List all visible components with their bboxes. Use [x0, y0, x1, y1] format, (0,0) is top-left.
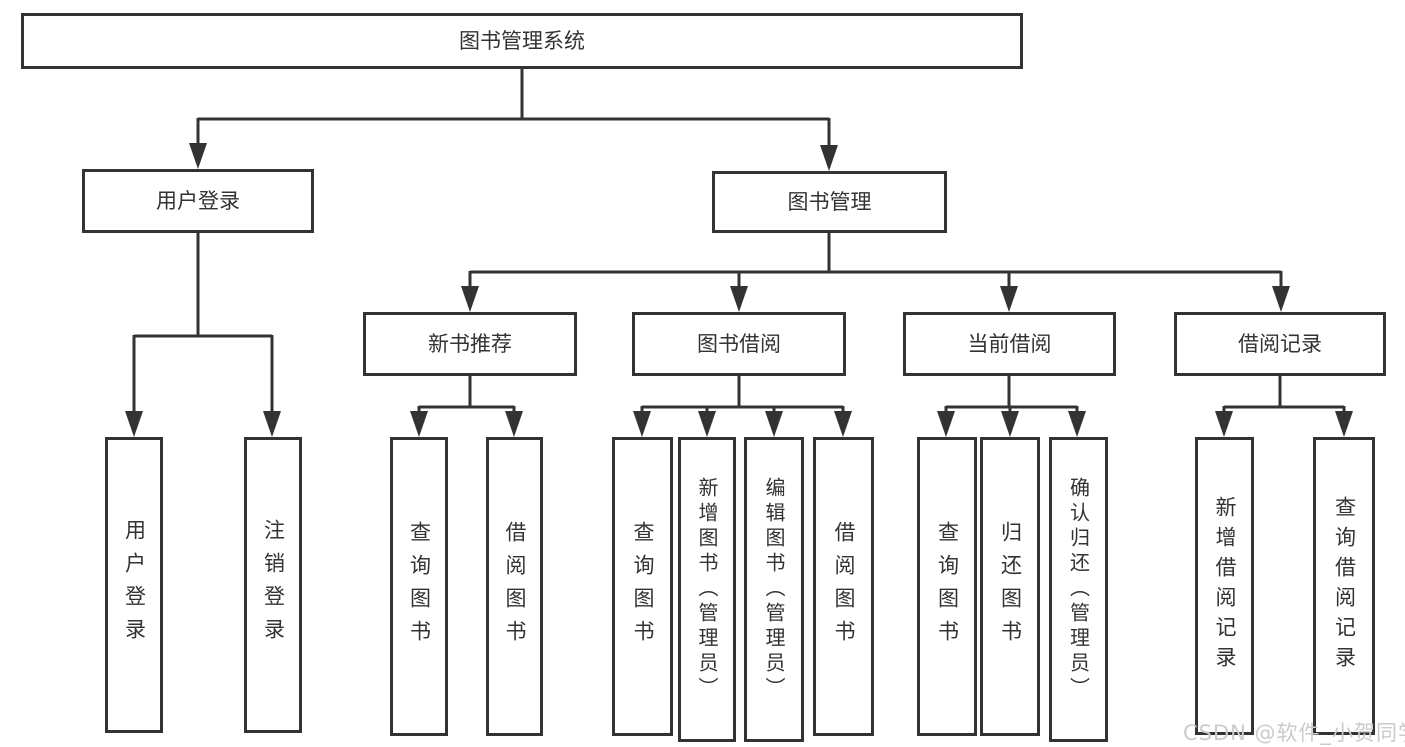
leaf-add-borrow-record: 新增借阅记录 [1195, 437, 1254, 735]
leaf-query-books: 查询图书 [390, 437, 448, 736]
leaf-query-books: 查询图书 [612, 437, 673, 736]
node-borrow-records: 借阅记录 [1174, 312, 1386, 376]
node-label: 编辑图书（管理员） [762, 477, 786, 702]
node-label: 注销登录 [261, 519, 286, 651]
node-label: 图书管理系统 [459, 28, 585, 53]
node-label: 用户登录 [122, 519, 147, 651]
leaf-user-login: 用户登录 [105, 437, 163, 733]
node-root-library-system: 图书管理系统 [21, 13, 1023, 69]
leaf-confirm-return-admin: 确认归还（管理员） [1049, 437, 1108, 742]
node-label: 新增借阅记录 [1213, 496, 1237, 676]
leaf-edit-books-admin: 编辑图书（管理员） [744, 437, 804, 742]
leaf-query-borrow-record: 查询借阅记录 [1313, 437, 1375, 735]
leaf-add-books-admin: 新增图书（管理员） [678, 437, 736, 742]
node-new-book-recommend: 新书推荐 [363, 312, 577, 376]
leaf-logout: 注销登录 [244, 437, 302, 733]
node-label: 新增图书（管理员） [695, 477, 719, 702]
node-label: 图书借阅 [697, 331, 781, 356]
node-label: 查询图书 [631, 520, 655, 653]
node-label: 图书管理 [787, 189, 872, 214]
node-label: 借阅记录 [1238, 331, 1322, 356]
node-label: 用户登录 [156, 188, 240, 213]
leaf-borrow-books: 借阅图书 [813, 437, 874, 736]
node-current-borrow: 当前借阅 [903, 312, 1116, 376]
node-label: 当前借阅 [967, 331, 1052, 356]
leaf-borrow-books: 借阅图书 [486, 437, 543, 736]
leaf-query-books: 查询图书 [917, 437, 977, 736]
arrowhead-icons [125, 143, 1353, 437]
csdn-watermark: CSDN @软件_小贺同学 [1183, 721, 1405, 745]
node-label: 确认归还（管理员） [1066, 477, 1091, 702]
node-user-login: 用户登录 [82, 169, 314, 233]
node-label: 查询图书 [407, 520, 432, 653]
node-label: 查询借阅记录 [1332, 496, 1357, 676]
node-label: 归还图书 [998, 520, 1023, 653]
node-label: 新书推荐 [428, 331, 512, 356]
leaf-return-books: 归还图书 [980, 437, 1040, 736]
node-label: 查询图书 [935, 520, 960, 653]
node-book-management: 图书管理 [712, 171, 947, 233]
node-label: 借阅图书 [503, 520, 527, 653]
node-label: 借阅图书 [832, 520, 856, 653]
node-book-borrow: 图书借阅 [632, 312, 846, 376]
